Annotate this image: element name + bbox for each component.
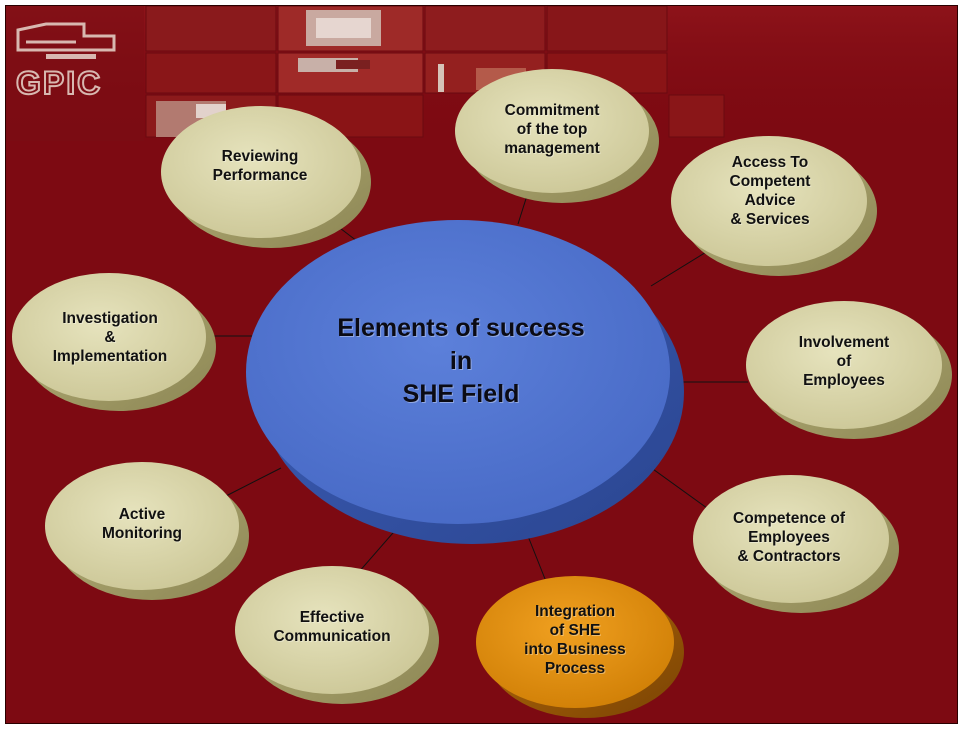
slide: GPIC (5, 5, 958, 724)
disc-integration (476, 576, 684, 718)
center-title: Elements of success in SHE Field (261, 312, 661, 411)
label-line: management (504, 140, 600, 157)
label-line: of SHE (549, 622, 601, 639)
label-line: Competence of (733, 510, 845, 527)
label-line: Access To (731, 154, 809, 171)
label-line: Competent (729, 173, 811, 190)
disc-involvement (746, 301, 952, 439)
connector-monitoring (225, 467, 282, 497)
label-line: Communication (273, 628, 391, 645)
disc-investigation (12, 273, 216, 411)
label-reviewing: Reviewing Performance (182, 147, 338, 185)
label-line: & Services (730, 211, 810, 228)
label-integration: Integration of SHE into Business Process (496, 602, 654, 678)
label-line: & (104, 329, 116, 346)
label-competence: Competence of Employees & Contractors (704, 509, 874, 566)
gpic-logo: GPIC (6, 6, 144, 141)
center-title-line: SHE Field (402, 380, 520, 408)
disc-monitoring (45, 462, 249, 600)
label-line: Active (118, 506, 166, 523)
label-line: Integration (534, 603, 616, 620)
label-investigation: Investigation & Implementation (22, 309, 198, 366)
disc-competence (693, 475, 899, 613)
disc-reviewing (161, 106, 371, 248)
center-title-line: Elements of success (337, 314, 585, 342)
label-line: Effective (299, 609, 365, 626)
logo-text: GPIC (16, 65, 102, 101)
she-diagram (12, 69, 952, 718)
label-line: Commitment (504, 102, 600, 119)
center-disc (246, 220, 684, 544)
label-involvement: Involvement of Employees (766, 333, 922, 390)
label-communication: Effective Communication (250, 608, 414, 646)
label-line: Employees (803, 372, 885, 389)
label-monitoring: Active Monitoring (64, 505, 220, 543)
label-line: of (836, 353, 852, 370)
label-line: of the top (516, 121, 588, 138)
disc-communication (235, 566, 439, 704)
label-line: Advice (744, 192, 796, 209)
center-title-line: in (449, 347, 473, 375)
label-line: into Business (524, 641, 626, 658)
label-line: Investigation (62, 310, 158, 327)
disc-access (671, 136, 877, 276)
label-line: Reviewing (221, 148, 299, 165)
label-line: Performance (212, 167, 308, 184)
label-line: & Contractors (737, 548, 841, 565)
label-line: Employees (748, 529, 830, 546)
label-line: Monitoring (101, 525, 183, 542)
label-line: Implementation (52, 348, 168, 365)
label-commitment: Commitment of the top management (472, 101, 632, 158)
disc-commitment (455, 69, 659, 203)
label-access: Access To Competent Advice & Services (692, 153, 848, 229)
label-line: Involvement (798, 334, 890, 351)
label-line: Process (544, 660, 606, 677)
